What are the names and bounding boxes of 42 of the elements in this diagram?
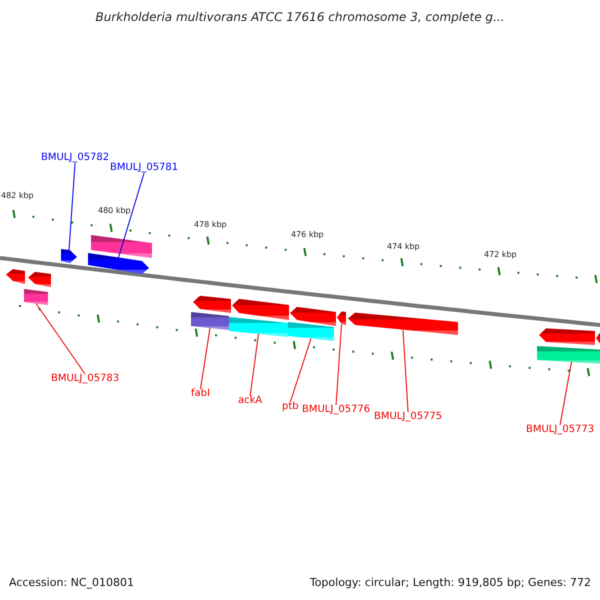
gene-block	[28, 272, 51, 287]
gene-block	[193, 296, 231, 313]
gene-block	[232, 298, 289, 320]
feature-bar	[288, 322, 334, 341]
leader-line	[290, 338, 312, 402]
gene-label: BMULJ_05775	[374, 412, 442, 422]
scale-label: 474 kbp	[387, 243, 420, 251]
leader-line	[250, 334, 259, 396]
gene-label: fabI	[191, 389, 210, 399]
leader-line	[68, 162, 76, 250]
gene-label: BMULJ_05783	[51, 374, 120, 384]
gene-block	[88, 253, 149, 274]
gene-label: ackA	[238, 396, 262, 406]
gene-block	[596, 332, 600, 346]
leader-line	[118, 172, 145, 258]
feature-bar	[537, 346, 600, 364]
gene-block	[348, 312, 458, 335]
feature-bar	[191, 312, 229, 330]
scale-label: 472 kbp	[484, 251, 517, 259]
feature-bar	[24, 289, 48, 305]
scale-label: 480 kbp	[98, 207, 131, 215]
leader-line	[200, 328, 210, 390]
gene-label: BMULJ_05782	[41, 153, 110, 163]
scale-label: 476 kbp	[291, 231, 324, 239]
leader-line	[402, 330, 409, 412]
gene-block	[6, 269, 25, 284]
scale-label: 482 kbp	[1, 192, 34, 200]
gene-label: BMULJ_05781	[110, 163, 178, 173]
gene-block	[61, 249, 77, 263]
feature-bar	[229, 317, 288, 337]
gene-label: BMULJ_05773	[526, 425, 594, 435]
leader-line	[36, 303, 86, 374]
gene-label: ptb	[282, 402, 299, 412]
gene-label: BMULJ_05776	[302, 405, 370, 415]
accession-text: Accession: NC_010801	[9, 577, 134, 588]
leader-line	[336, 324, 342, 406]
title: Burkholderia multivorans ATCC 17616 chromosome 3, complete g...	[94, 11, 506, 23]
summary-text: Topology: circular; Length: 919,805 bp; Genes: 772	[310, 577, 591, 588]
gene-block	[337, 312, 346, 325]
scale-label: 478 kbp	[194, 221, 227, 229]
leader-line	[560, 362, 572, 426]
feature-bar	[91, 235, 152, 258]
